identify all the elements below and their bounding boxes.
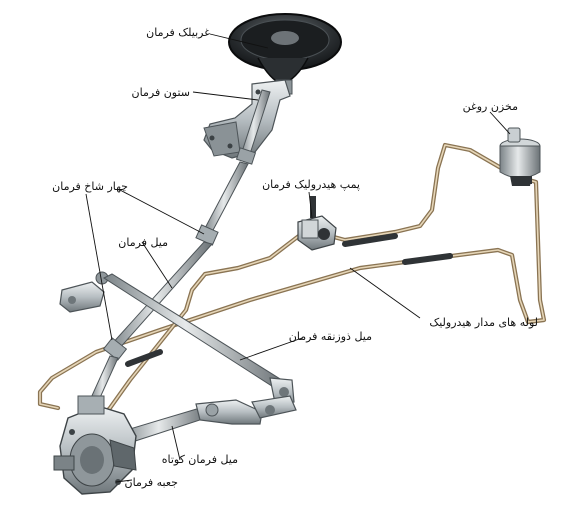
label-steering-shaft: ميل فرمان bbox=[118, 236, 168, 249]
label-drag-link: ميل ذوزنقه فرمان bbox=[289, 330, 372, 343]
label-steering-column: ستون فرمان bbox=[132, 86, 190, 99]
hydraulic-pump bbox=[298, 196, 336, 250]
label-steering-wheel: غربيلک فرمان bbox=[146, 26, 210, 39]
label-steering-box: جعبه فرمان bbox=[125, 476, 178, 489]
label-hydraulic-lines: لوله های مدار هيدروليک bbox=[429, 316, 538, 329]
leader-universal-joint-2 bbox=[86, 194, 112, 340]
leader-universal-joint bbox=[120, 190, 204, 234]
oil-reservoir bbox=[500, 128, 540, 186]
leader-steering-column bbox=[193, 92, 258, 100]
steering-column bbox=[204, 80, 290, 164]
hose-section bbox=[405, 256, 450, 262]
label-universal-joint: چهار شاخ فرمان bbox=[52, 180, 128, 193]
return-line bbox=[40, 178, 544, 408]
leader-oil-reservoir bbox=[490, 112, 510, 134]
short-steering-link bbox=[120, 396, 296, 444]
leader-hydraulic-lines bbox=[350, 268, 420, 318]
label-short-link: ميل فرمان کوتاه bbox=[162, 453, 238, 466]
label-oil-reservoir: مخزن روغن bbox=[463, 100, 518, 113]
label-hydraulic-pump: پمپ هيدروليک فرمان bbox=[262, 178, 360, 191]
